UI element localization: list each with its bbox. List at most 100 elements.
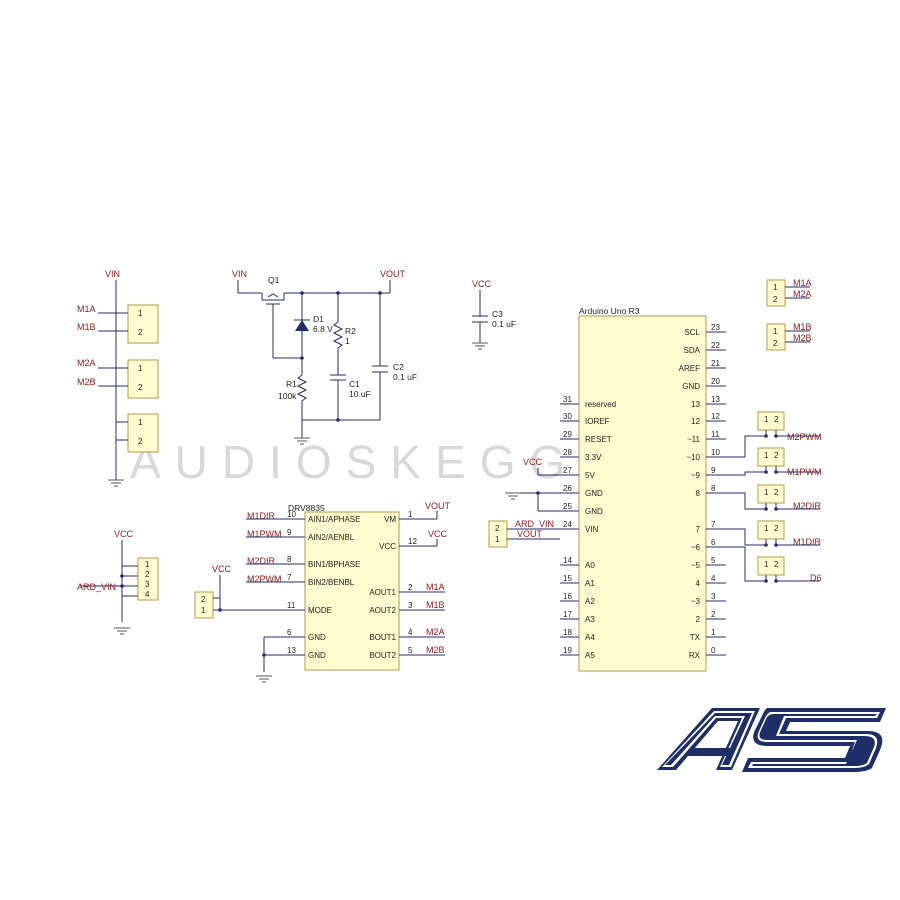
ground-symbol	[256, 675, 272, 683]
pin-number: 1	[764, 451, 769, 460]
zener-diode-d1	[295, 320, 309, 331]
pin-number: 1	[764, 415, 769, 424]
arduino-pin-number: 30	[563, 412, 572, 421]
decoupling-c3: VCC C3 0.1 uF	[472, 279, 516, 350]
arduino-pin-number: 3	[711, 592, 716, 601]
r2-label: R2	[345, 326, 356, 336]
c2-value: 0.1 uF	[393, 372, 417, 382]
c1-value: 10 uF	[349, 389, 371, 399]
net-label-m2dir: M2DIR	[247, 556, 276, 566]
as-logo: AS	[657, 708, 886, 772]
arduino-pin-number: 19	[563, 646, 572, 655]
pin-number: 2	[138, 437, 143, 446]
pin-number: 2	[774, 451, 779, 460]
drv8835-pin-number: 6	[287, 628, 292, 637]
net-label-vout: VOUT	[517, 529, 543, 539]
r1-label: R1	[286, 379, 297, 389]
arduino-body	[578, 315, 707, 672]
net-label-m2pwm: M2PWM	[787, 432, 822, 442]
pin-number: 1	[764, 560, 769, 569]
pin-number: 2	[774, 415, 779, 424]
net-label-m1b: M1B	[793, 322, 812, 332]
net-label-ard-vin: ARD_VIN	[515, 519, 554, 529]
arduino-pin-number: 7	[711, 520, 716, 529]
arduino-pin-number: 24	[563, 520, 572, 529]
drv8835-pin-name: AOUT1	[369, 588, 396, 597]
drv8835-pin-name: BOUT2	[369, 651, 396, 660]
net-label-vout: VOUT	[380, 269, 406, 279]
jumper-block	[757, 447, 785, 467]
arduino-pin-number: 16	[563, 592, 572, 601]
arduino-pin-name: 13	[691, 400, 700, 409]
ground-symbol	[294, 437, 310, 445]
pin-number: 1	[145, 560, 150, 569]
arduino-pin-name: 12	[691, 417, 700, 426]
pin-number: 1	[764, 524, 769, 533]
drv8835-pin-number: 7	[287, 573, 292, 582]
mosfet-q1	[261, 293, 285, 358]
q1-label: Q1	[268, 275, 280, 285]
pin-number: 2	[495, 524, 500, 533]
arduino-pin-number: 17	[563, 610, 572, 619]
net-label-m2b: M2B	[77, 377, 96, 387]
pin-number: 3	[145, 580, 150, 589]
net-label-vcc: VCC	[472, 279, 492, 289]
logo-text: AS	[682, 768, 685, 771]
jumper-block	[757, 484, 785, 504]
drv8835-pin-number: 13	[287, 646, 296, 655]
connector-vin-select	[488, 520, 508, 548]
arduino-pin-name: AREF	[679, 364, 700, 373]
arduino-pin-number: 2	[711, 610, 716, 619]
pin-number: 2	[774, 524, 779, 533]
drv8835-pin-number: 1	[408, 510, 413, 519]
drv8835-pin-name: MODE	[308, 606, 332, 615]
arduino-pin-name: SCL	[684, 328, 700, 337]
connector-m1	[127, 304, 159, 344]
d1-value: 6.8 V	[313, 324, 333, 334]
pin-number: 4	[145, 590, 150, 599]
ground-symbol	[114, 627, 130, 635]
arduino-pin-number: 1	[711, 628, 716, 637]
net-label-m1dir: M1DIR	[247, 511, 276, 521]
c3-value: 0.1 uF	[492, 319, 516, 329]
arduino-pin-name: 3.3V	[585, 453, 602, 462]
arduino-pin-number: 25	[563, 502, 572, 511]
net-label-vcc: VCC	[114, 529, 134, 539]
drv8835-pin-name: AIN2/AENBL	[308, 533, 355, 542]
ground-symbol	[108, 479, 124, 487]
arduino-title: Arduino Uno R3	[579, 306, 640, 316]
net-label-vin: VIN	[105, 269, 120, 279]
arduino-pin-number: 15	[563, 574, 572, 583]
arduino-pin-number: 31	[563, 395, 572, 404]
arduino-pin-name: 4	[696, 579, 701, 588]
arduino-pin-name: ~3	[691, 597, 701, 606]
arduino-pin-name: SDA	[684, 346, 701, 355]
drv8835-pin-number: 11	[287, 601, 296, 610]
drv8835-pin-name: BIN2/BENBL	[308, 578, 355, 587]
net-label-vcc: VCC	[212, 564, 232, 574]
arduino-pin-name: 2	[696, 615, 701, 624]
arduino-pin-number: 4	[711, 574, 716, 583]
net-label-vcc: VCC	[523, 457, 543, 467]
arduino-pin-name: A2	[585, 597, 595, 606]
arduino-pin-name: VIN	[585, 525, 599, 534]
arduino-pin-name: A0	[585, 561, 595, 570]
arduino-pin-number: 28	[563, 448, 572, 457]
net-label-m1b: M1B	[426, 600, 445, 610]
jumper-block	[757, 520, 785, 540]
connector-mode	[194, 591, 214, 619]
pin-number: 2	[138, 383, 143, 392]
arduino-pin-name: reserved	[585, 400, 616, 409]
pin-number: 1	[201, 606, 206, 615]
pin-number: 1	[764, 488, 769, 497]
drv8835-pin-name: BOUT1	[369, 633, 396, 642]
drv8835-pin-name: AIN1/APHASE	[308, 515, 360, 524]
arduino-pin-number: 27	[563, 466, 572, 475]
arduino-pin-name: 5V	[585, 471, 595, 480]
drv8835-pin-number: 2	[408, 583, 413, 592]
arduino-pin-name: 8	[696, 489, 701, 498]
vcc-header-group: VCC 1 2 3 4 ARD_VIN	[77, 529, 159, 635]
connector-m1b-m2b	[766, 323, 786, 351]
arduino-pin-number: 9	[711, 466, 716, 475]
